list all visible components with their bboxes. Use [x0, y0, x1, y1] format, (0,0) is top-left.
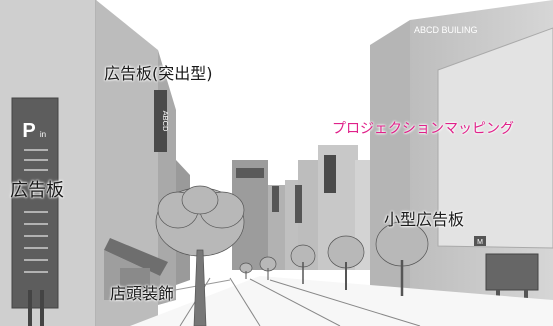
building-name-text: ABCD BUILING: [414, 25, 478, 35]
label-protruding-sign: 広告板(突出型): [104, 64, 213, 83]
label-storefront-decoration: 店頭装飾: [110, 284, 175, 303]
small-sign-letter: M: [477, 239, 483, 246]
right-buildings: M ABCD BUILING: [370, 0, 553, 326]
road: [119, 276, 553, 326]
label-billboard: 広告板: [10, 180, 64, 201]
protruding-sign: ABCD: [154, 90, 170, 152]
parking-sign-letter: P: [22, 120, 35, 142]
protruding-sign-text: ABCD: [161, 111, 170, 132]
label-small-billboard: 小型広告板: [384, 210, 465, 229]
parking-sign-sub: in: [40, 130, 46, 139]
parking-billboard-tower: P in: [11, 97, 59, 326]
street-trees: [155, 185, 429, 326]
label-projection-mapping: プロジェクションマッピング: [332, 121, 514, 137]
